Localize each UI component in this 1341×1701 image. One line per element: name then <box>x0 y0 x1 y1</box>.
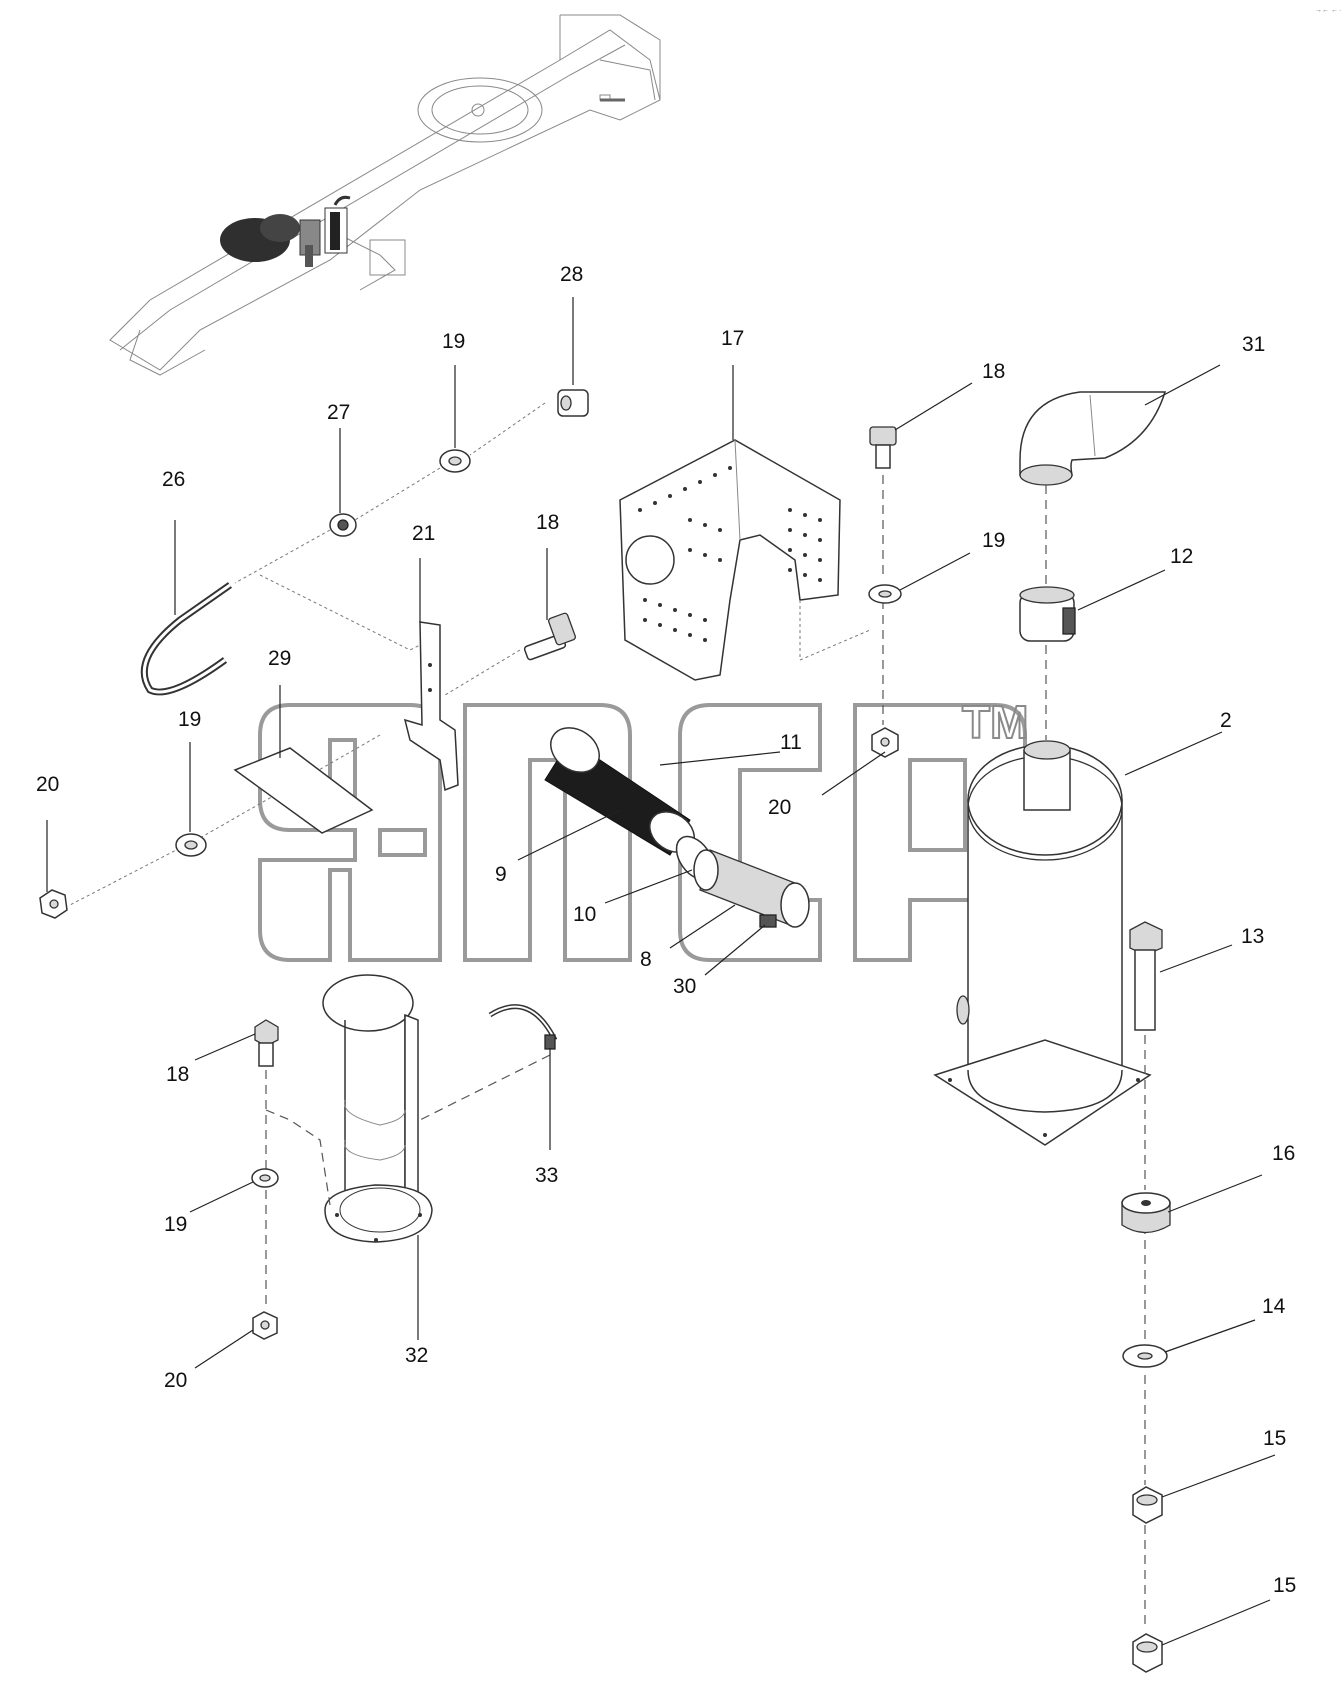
part-18-bolt-top-right <box>869 426 897 469</box>
label-10: 10 <box>573 903 596 926</box>
label-32: 32 <box>405 1344 428 1367</box>
part-18-bolt-middle <box>523 612 576 661</box>
part-26-u-bolt <box>140 582 233 696</box>
part-11-flexible-hose <box>544 727 695 856</box>
part-19-washer-top <box>439 449 471 473</box>
label-20: 20 <box>768 796 791 819</box>
label-21: 21 <box>412 522 435 545</box>
corner-mark: →← ←→ <box>1315 7 1341 14</box>
part-31-elbow-pipe <box>1019 391 1167 486</box>
label-29: 29 <box>268 647 291 670</box>
part-20-nut-middle <box>871 727 899 758</box>
part-19-washer-bottom <box>251 1168 279 1188</box>
axis-33-32 <box>419 1054 551 1121</box>
label-17: 17 <box>721 327 744 350</box>
part-8-adapter-pipe <box>693 849 810 928</box>
label-2: 2 <box>1220 709 1232 732</box>
part-18-bolt-bottom-left <box>254 1019 279 1067</box>
label-18: 18 <box>536 511 559 534</box>
assembly-axis-bracket <box>259 574 421 651</box>
part-33-strap <box>488 1004 558 1050</box>
leader-lines <box>46 297 1276 1646</box>
shield-leader-dashes <box>799 600 871 661</box>
part-21-bracket <box>403 621 459 792</box>
part-12-clamp <box>1019 586 1076 642</box>
label-15: 15 <box>1273 1574 1296 1597</box>
part-13-bolt <box>1129 921 1163 1031</box>
part-29-plate <box>233 747 374 834</box>
part-15-nut-lower <box>1132 1633 1163 1673</box>
part-number-labels: 28 19 27 26 21 18 17 18 31 19 12 29 19 2… <box>36 263 1296 1597</box>
watermark: TM <box>258 695 1029 962</box>
label-28: 28 <box>560 263 583 286</box>
label-19: 19 <box>442 330 465 353</box>
part-19-washer-right <box>868 584 902 604</box>
label-8: 8 <box>640 948 652 971</box>
part-17-heat-shield <box>619 439 841 681</box>
assembly-axis-upper <box>234 402 546 584</box>
axis-18-20-bottom <box>265 1070 331 1310</box>
label-11: 11 <box>780 731 802 754</box>
label-31: 31 <box>1242 333 1265 356</box>
part-20-nut-left <box>39 889 68 919</box>
label-18: 18 <box>982 360 1005 383</box>
label-19: 19 <box>164 1213 187 1236</box>
label-26: 26 <box>162 468 185 491</box>
part-32-stand <box>322 974 433 1243</box>
label-16: 16 <box>1272 1142 1295 1165</box>
label-33: 33 <box>535 1164 558 1187</box>
label-19: 19 <box>982 529 1005 552</box>
label-13: 13 <box>1241 925 1264 948</box>
label-14: 14 <box>1262 1295 1286 1318</box>
watermark-trademark: TM <box>962 696 1028 748</box>
engine-cluster <box>220 195 351 267</box>
part-27-spacer <box>329 513 357 537</box>
part-14-washer <box>1122 1344 1168 1368</box>
label-12: 12 <box>1170 545 1193 568</box>
part-28-nut <box>557 389 589 417</box>
label-27: 27 <box>327 401 350 424</box>
label-19: 19 <box>178 708 201 731</box>
vehicle-frame-thumbnail <box>109 14 661 376</box>
label-20: 20 <box>36 773 59 796</box>
part-2-muffler <box>933 740 1152 1146</box>
label-20: 20 <box>164 1369 187 1392</box>
part-19-washer-left <box>175 833 207 857</box>
part-15-nut-upper <box>1132 1486 1163 1524</box>
part-20-nut-bottom <box>252 1311 278 1340</box>
label-30: 30 <box>673 975 696 998</box>
label-9: 9 <box>495 863 507 886</box>
label-15: 15 <box>1263 1427 1286 1450</box>
part-16-rubber-mount <box>1121 1192 1171 1234</box>
label-18: 18 <box>166 1063 189 1086</box>
part-30-clamp <box>759 914 777 928</box>
